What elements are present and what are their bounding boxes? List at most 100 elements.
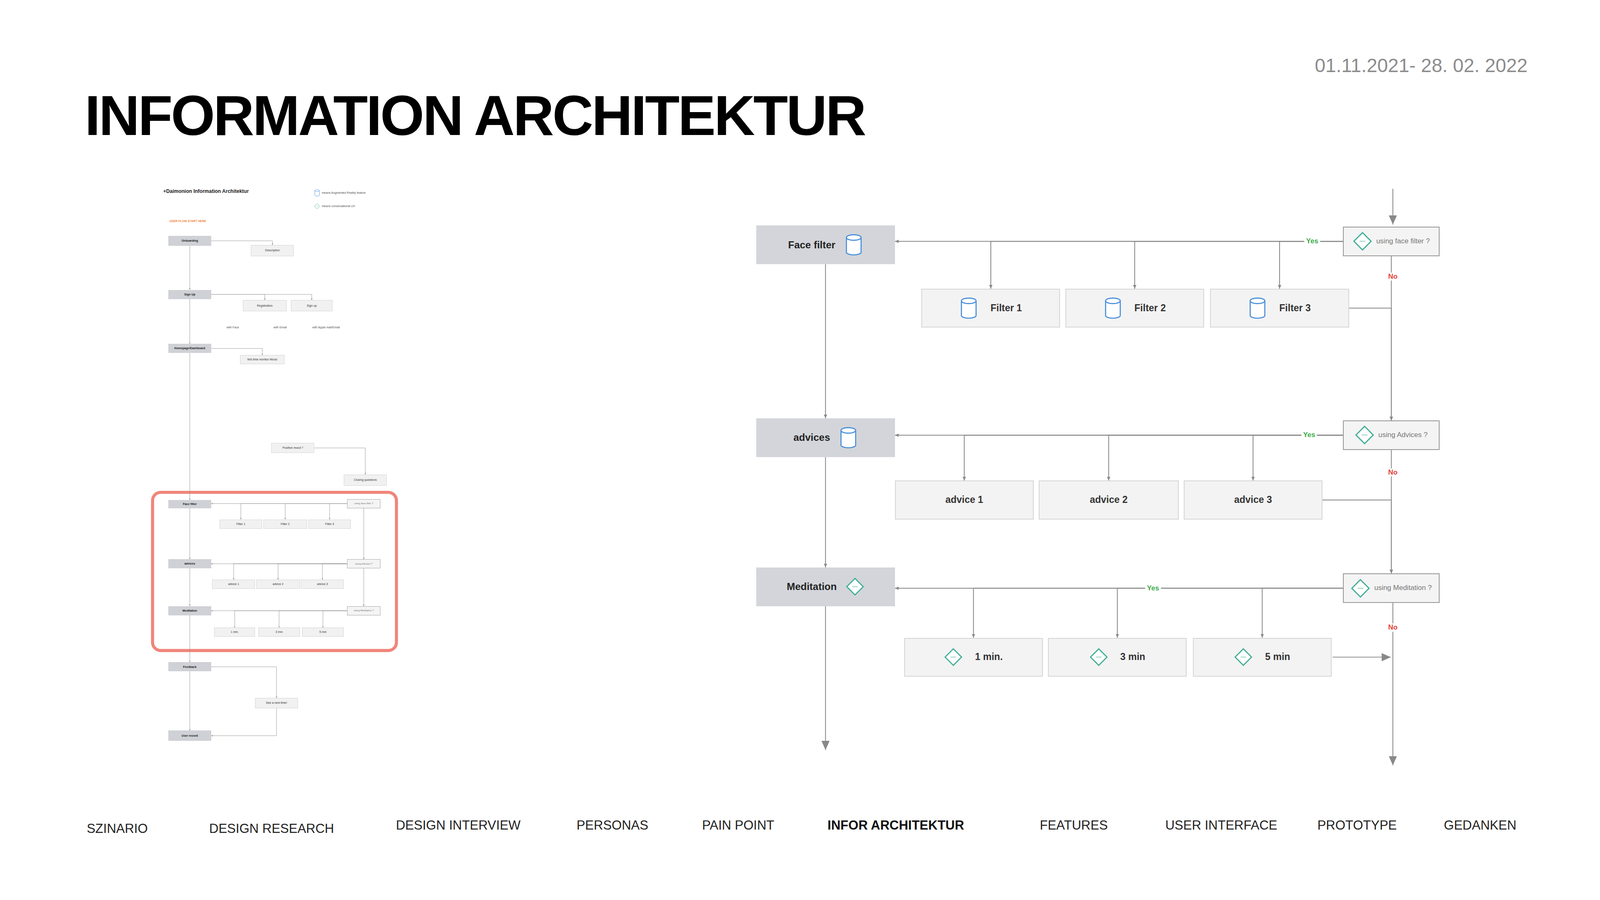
screen-box: 3 min xyxy=(1047,637,1187,677)
process-box: advices xyxy=(756,418,895,458)
screen-box: Positive mood ? xyxy=(271,442,315,453)
flow-connector xyxy=(211,294,312,300)
flow-connector xyxy=(964,435,1343,481)
flow-connector xyxy=(189,568,190,607)
ar-icon xyxy=(314,189,320,197)
flow-connector xyxy=(363,568,365,607)
flow-connector xyxy=(189,508,190,560)
screen-box: advice 3 xyxy=(300,579,344,589)
screen-box: 1 min. xyxy=(904,637,1043,677)
nav-item: FEATURES xyxy=(1040,817,1108,833)
cylinder-top xyxy=(961,297,977,304)
flow-connector xyxy=(1322,500,1392,574)
decision-box: using face filter ? xyxy=(347,499,381,509)
flow-connector xyxy=(240,503,348,520)
node-text: using Meditation ? xyxy=(1374,584,1432,593)
flow-connector xyxy=(314,447,365,475)
node-text: Face filter xyxy=(182,502,197,506)
flow-connector xyxy=(1117,588,1343,638)
screen-box: Closing questions xyxy=(343,474,387,486)
flow-connector xyxy=(279,610,348,628)
process-box: advices xyxy=(168,559,212,569)
flow-connector xyxy=(277,563,347,580)
flow-connector xyxy=(285,503,347,520)
node-text: Filter 2 xyxy=(1134,302,1166,314)
screen-box: Filter 3 xyxy=(1210,288,1349,328)
process-box: Homepage/Dashboard xyxy=(168,343,212,353)
node-text: Description xyxy=(265,248,280,253)
screen-box: 5 min xyxy=(302,627,344,637)
screen-box: advice 2 xyxy=(256,579,300,589)
nav-item: DESIGN INTERVIEW xyxy=(395,817,521,833)
incoming-arrow xyxy=(1392,188,1394,225)
ar-icon xyxy=(839,425,858,450)
flow-connector xyxy=(1134,241,1343,289)
screen-box: See a next time! xyxy=(255,697,298,708)
node-text: using Meditation ? xyxy=(353,609,375,613)
decision-box: using Meditation ? xyxy=(1342,573,1440,603)
legend-text: means Augmented Reality feature xyxy=(321,191,366,195)
nav-item: SZINARIO xyxy=(86,821,148,837)
note-label: with Face xyxy=(226,325,240,330)
node-text: using Advices ? xyxy=(1378,431,1428,440)
conversation-icon xyxy=(1234,647,1253,667)
screen-box: Filter 2 xyxy=(1065,288,1205,328)
diamond-shape xyxy=(1353,232,1371,250)
node-text: advice 1 xyxy=(228,582,240,586)
node-text: See a next time! xyxy=(265,701,288,705)
legend-row: means Augmented Reality feature xyxy=(314,189,366,197)
highlight-frame xyxy=(152,492,397,651)
node-text: 3 min xyxy=(275,630,283,634)
flow-connector xyxy=(211,294,265,300)
process-box: Onboarding xyxy=(168,235,212,246)
diamond-shape xyxy=(945,648,962,666)
conversation-icon xyxy=(1355,425,1375,445)
decision-box: using Advices ? xyxy=(347,559,381,569)
decision-box: using Advices ? xyxy=(1342,420,1440,450)
node-text: Closing questions xyxy=(353,478,377,482)
conversation-icon xyxy=(944,647,963,667)
diamond-mark xyxy=(1357,587,1364,589)
flow-connector xyxy=(189,671,190,731)
outgoing-arrow xyxy=(825,606,826,750)
flow-connector xyxy=(189,245,190,290)
node-text: using face filter ? xyxy=(1376,237,1430,246)
diamond-mark xyxy=(1095,656,1102,658)
node-text: advice 3 xyxy=(1234,494,1273,505)
diamond-mark xyxy=(852,586,858,588)
node-text: advices xyxy=(184,562,196,566)
screen-box: advice 3 xyxy=(1183,480,1323,520)
flow-connector xyxy=(329,503,348,520)
ar-icon xyxy=(959,296,978,320)
branch-label: Yes xyxy=(1304,237,1320,246)
ar-icon xyxy=(1248,296,1267,320)
screen-box: Filter 2 xyxy=(263,519,308,529)
flow-connector xyxy=(1108,435,1343,481)
node-text: advice 1 xyxy=(945,494,984,505)
screen-box: 5 min xyxy=(1192,637,1332,677)
conversation-icon xyxy=(845,577,865,596)
screen-box: Description xyxy=(250,245,294,257)
conversation-icon xyxy=(314,203,320,210)
branch-label: Yes xyxy=(1301,431,1317,440)
diamond-shape xyxy=(1355,426,1373,444)
conversation-icon xyxy=(1089,647,1108,667)
flow-connector xyxy=(189,615,190,663)
screen-box: Filter 1 xyxy=(921,288,1060,328)
screen-box: Registration xyxy=(242,300,287,312)
process-box: Face filter xyxy=(756,225,895,265)
node-text: first time monitor Mood xyxy=(247,357,278,362)
nav-item: USER INTERFACE xyxy=(1165,817,1278,833)
node-text: Filter 2 xyxy=(280,522,290,526)
nav-item: PROTOTYPE xyxy=(1317,817,1398,833)
node-text: Feedback xyxy=(182,665,197,669)
branch-label: Yes xyxy=(1145,584,1161,593)
decision-box: using Meditation ? xyxy=(347,606,381,616)
screen-box: Filter 3 xyxy=(308,519,352,529)
screen-box: advice 2 xyxy=(1038,480,1179,520)
node-text: Filter 3 xyxy=(1279,302,1311,314)
legend-row: means conversational UX xyxy=(314,203,355,210)
flow-connector xyxy=(973,588,1343,638)
diamond-shape xyxy=(314,203,320,209)
note-label: with Apple mail/Email xyxy=(312,325,340,330)
